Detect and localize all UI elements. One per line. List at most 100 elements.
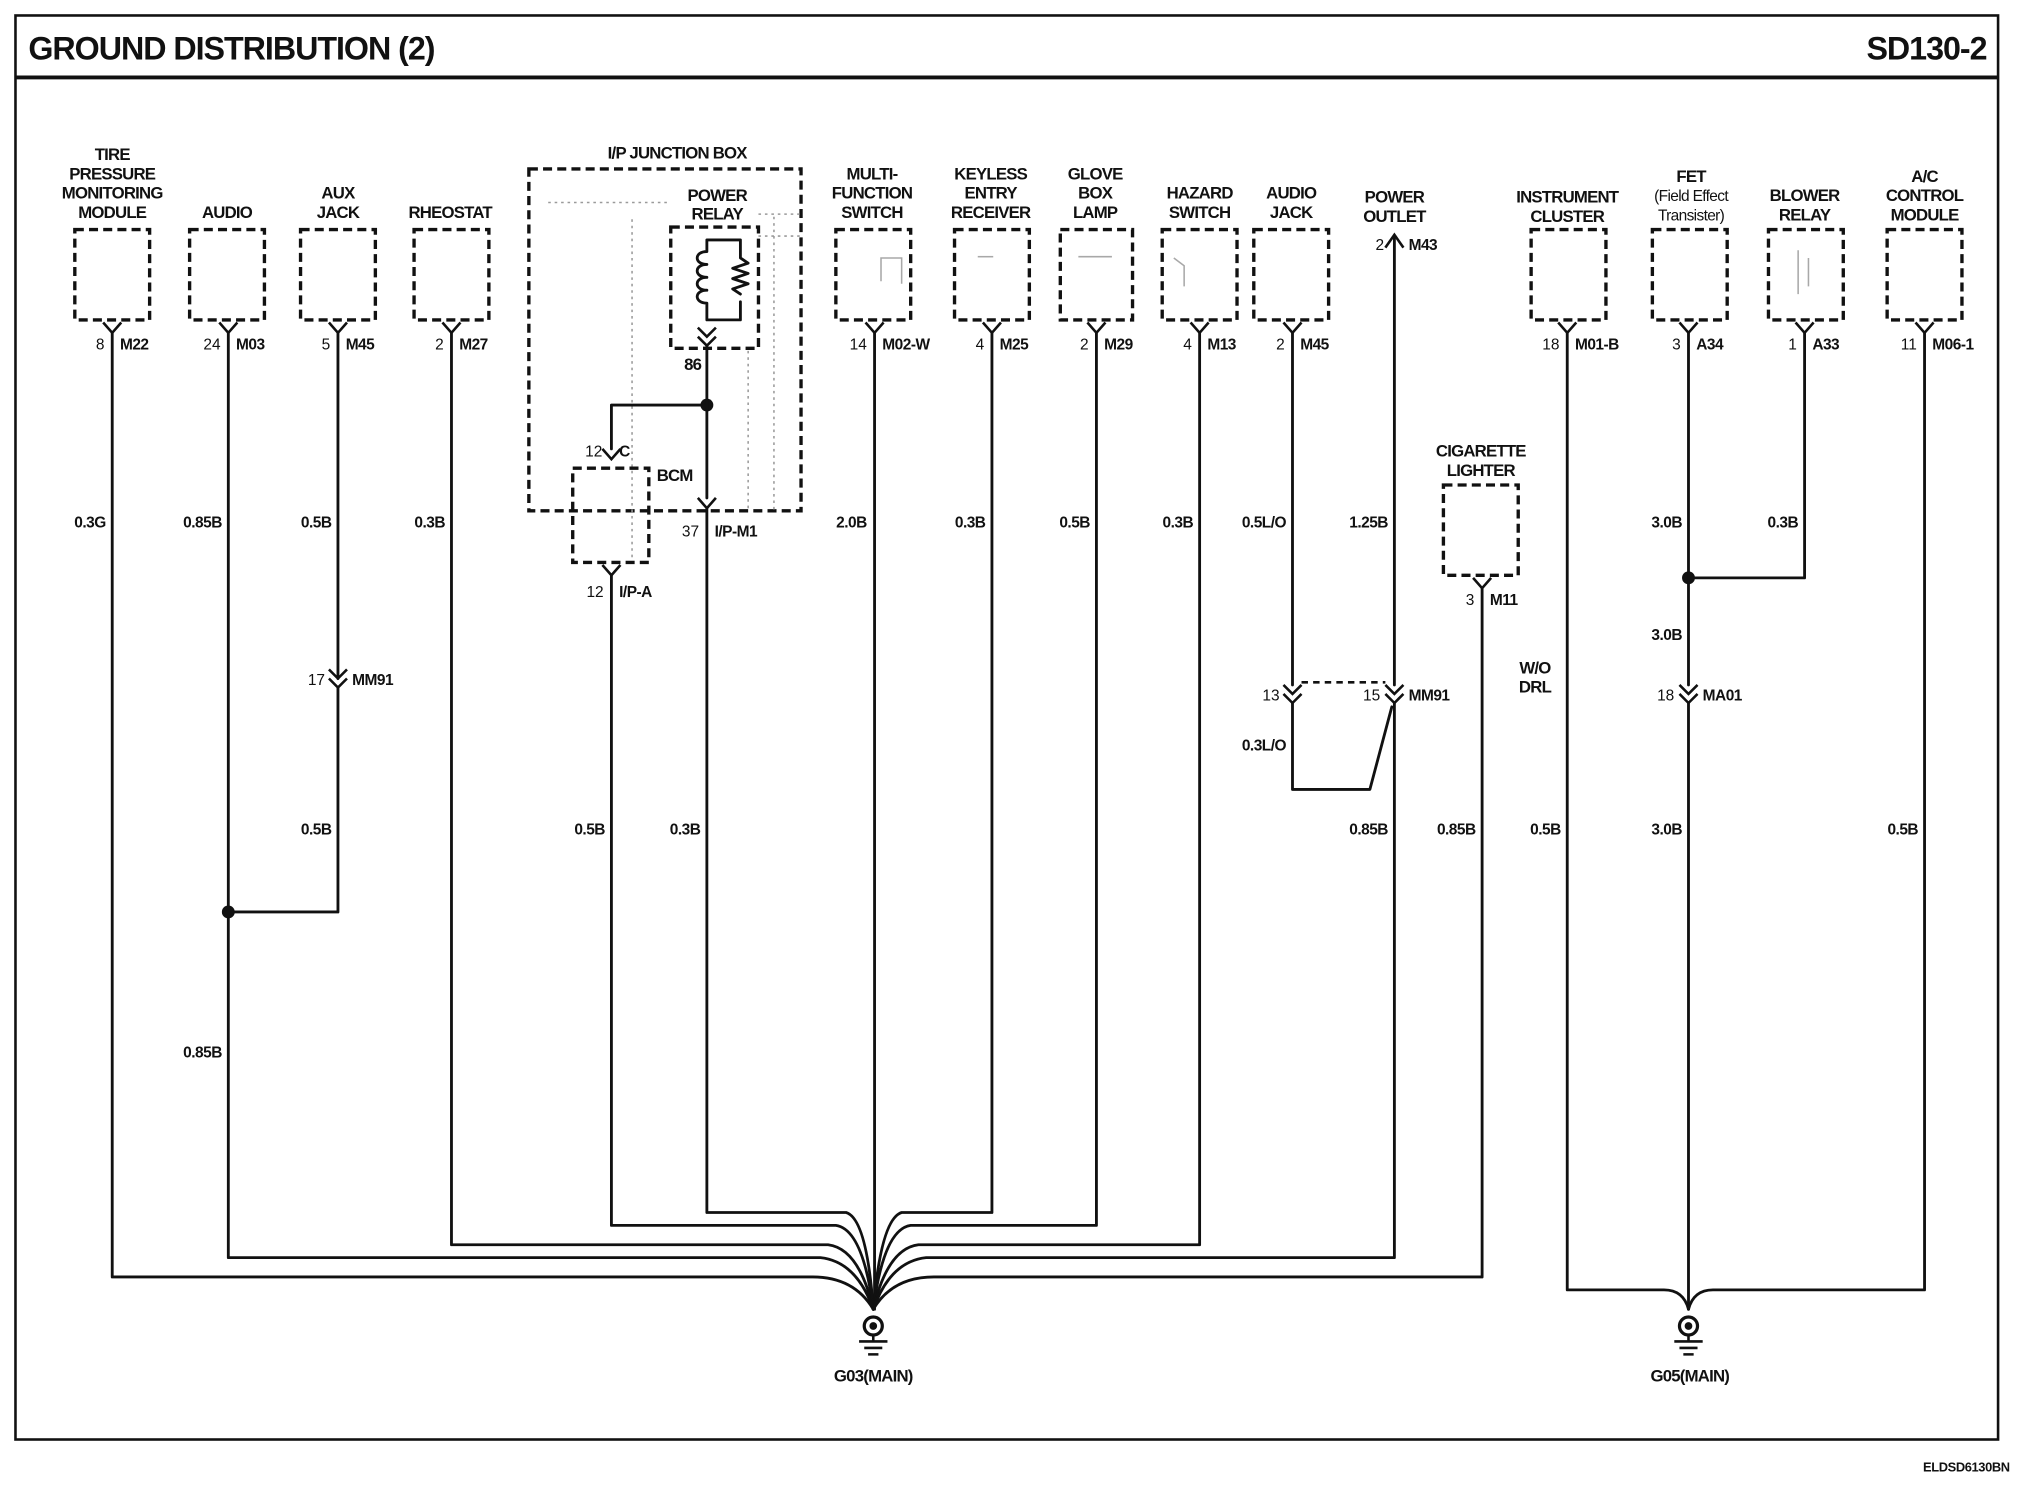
rheostat-label: RHEOSTAT [408, 203, 493, 222]
bcm-input-connector-symbol [601, 448, 622, 462]
tpms-label-line: TIRE [95, 145, 131, 164]
audio-splice-dot [221, 905, 235, 919]
ground-icon [1674, 1315, 1703, 1356]
diagram-frame [14, 14, 2000, 1441]
bcm-pin: 12 [586, 584, 603, 601]
wire-power-outlet [871, 234, 1396, 1311]
fet-module: FET (Field Effect Transister) 3 A34 18 M… [1650, 167, 1743, 705]
audio-connector-symbol [218, 321, 239, 335]
tpms-label-line: MODULE [78, 203, 147, 222]
wire-labels: 0.3G 0.85B 0.85B 0.5B 0.5B 0.3B 0.5B 0.3… [74, 515, 1919, 1062]
wire-label-bcm: 0.5B [574, 822, 605, 839]
blower-relay-label-line: RELAY [1779, 206, 1831, 225]
bcm-input-connector: C [619, 444, 630, 461]
instrument-cluster-label-line: CLUSTER [1530, 207, 1604, 226]
glove-box-lamp: GLOVE BOX LAMP 2 M29 [1058, 164, 1135, 354]
keyless-entry-receiver-box [952, 227, 1032, 322]
blower-relay-internal-mark [1797, 250, 1810, 295]
cigarette-lighter-note-line: DRL [1519, 678, 1552, 697]
cigarette-lighter-connector: M11 [1490, 592, 1519, 609]
aux-jack: AUX JACK 5 M45 17 MM91 [298, 184, 394, 690]
power-relay-box [669, 225, 761, 350]
glove-box-lamp-label-line: LAMP [1073, 203, 1118, 222]
instrument-cluster-box [1529, 227, 1608, 322]
aux-jack-box [298, 227, 378, 322]
fet-label-line: (Field Effect [1654, 188, 1729, 205]
power-relay-connector-symbol [696, 326, 717, 348]
tpms-label-line: MONITORING [62, 184, 163, 203]
wire-tpms [110, 331, 875, 1311]
wire-label-audio-lower: 0.85B [183, 1045, 222, 1062]
hazard-switch: HAZARD SWITCH 4 M13 [1160, 184, 1239, 354]
ip-junction-box-label: I/P JUNCTION BOX [608, 144, 749, 163]
multi-function-switch-label-line: FUNCTION [832, 184, 912, 203]
bcm-box [571, 466, 651, 565]
junction-box-internal-trace [548, 201, 800, 568]
audio-pin: 24 [203, 337, 221, 354]
ground-icon [859, 1315, 888, 1356]
power-relay-label-line: RELAY [692, 204, 744, 223]
fet-inline-connector-symbol [1678, 684, 1699, 705]
keyless-entry-receiver: KEYLESS ENTRY RECEIVER 4 M25 [951, 164, 1032, 353]
aux-jack-connector: M45 [346, 337, 375, 354]
fet-inline-connector: MA01 [1703, 687, 1743, 704]
wire-audio-jack [1291, 331, 1394, 791]
glove-box-lamp-connector-symbol [1086, 321, 1107, 335]
ac-control-module: A/C CONTROL MODULE 11 M06-1 [1885, 167, 1975, 354]
wire-ac-control-module [1687, 331, 1926, 1311]
wire-label-aux-lower: 0.5B [301, 822, 332, 839]
rheostat-connector: M27 [459, 337, 488, 354]
keyless-entry-receiver-label-line: ENTRY [965, 184, 1018, 203]
power-outlet-label-line: OUTLET [1363, 207, 1427, 226]
wire-label-audio-jack-upper: 0.5L/O [1242, 515, 1287, 532]
aux-jack-inline-connector: MM91 [352, 672, 394, 689]
hazard-switch-pin: 4 [1183, 337, 1192, 354]
tpms-pin: 8 [96, 337, 105, 354]
glove-box-lamp-label-line: GLOVE [1068, 164, 1123, 183]
wire-label-fet-mid: 3.0B [1651, 627, 1682, 644]
audio-jack-inline-pin: 13 [1262, 687, 1279, 704]
instrument-cluster: INSTRUMENT CLUSTER 18 M01-B [1516, 188, 1620, 354]
wire-label-junction-box: 0.3B [670, 822, 701, 839]
ground-g05: G05(MAIN) [1650, 1315, 1730, 1385]
ground-g03-label: G03(MAIN) [834, 1366, 913, 1385]
wire-label-glove-box: 0.5B [1059, 515, 1090, 532]
audio-jack-connector: M45 [1300, 337, 1329, 354]
multi-function-switch-box [834, 227, 913, 322]
tpms-connector: M22 [120, 337, 149, 354]
glove-box-lamp-label-line: BOX [1078, 184, 1114, 203]
ground-g05-label: G05(MAIN) [1650, 1366, 1729, 1385]
cigarette-lighter-connector-symbol [1472, 577, 1493, 591]
cigarette-lighter-pin: 3 [1466, 592, 1475, 609]
glove-box-lamp-connector: M29 [1104, 337, 1133, 354]
ac-control-module-label-line: MODULE [1891, 206, 1960, 225]
power-relay-label-line: POWER [687, 186, 747, 205]
power-outlet-inline-connector-symbol [1384, 684, 1405, 705]
instrument-cluster-connector-symbol [1557, 321, 1578, 335]
wire-keyless-entry-receiver [871, 331, 994, 1311]
multi-function-switch-pin: 14 [850, 337, 868, 354]
blower-relay: BLOWER RELAY 1 A33 [1766, 186, 1845, 354]
bcm-input-pin: 12 [585, 444, 602, 461]
wire-label-blower-relay: 0.3B [1768, 515, 1799, 532]
right-ground-wiring [1565, 331, 1926, 1311]
diagram-title: GROUND DISTRIBUTION (2) [28, 30, 434, 66]
blower-relay-connector-symbol [1794, 321, 1815, 335]
instrument-cluster-pin: 18 [1542, 337, 1559, 354]
hazard-switch-connector-symbol [1189, 321, 1210, 335]
left-ground-wiring [110, 234, 1484, 1311]
multi-function-switch: MULTI- FUNCTION SWITCH 14 M02-W [832, 164, 931, 353]
fet-box [1650, 227, 1729, 322]
multi-function-switch-label-line: SWITCH [841, 203, 902, 222]
blower-relay-connector: A33 [1812, 337, 1840, 354]
power-outlet-inline-pin: 15 [1363, 687, 1380, 704]
wire-junction-box [705, 506, 875, 1311]
wire-label-instrument-cluster: 0.5B [1530, 822, 1561, 839]
audio-jack-connector-symbol [1282, 321, 1303, 335]
keyless-entry-receiver-label-line: KEYLESS [954, 164, 1027, 183]
wire-label-fet-lower: 3.0B [1651, 822, 1682, 839]
bcm-connector: I/P-A [619, 584, 652, 601]
ip-junction-box: I/P JUNCTION BOX POWER RELAY 86 37 I/P-M… [527, 144, 803, 568]
multi-function-switch-label-line: MULTI- [847, 164, 898, 183]
